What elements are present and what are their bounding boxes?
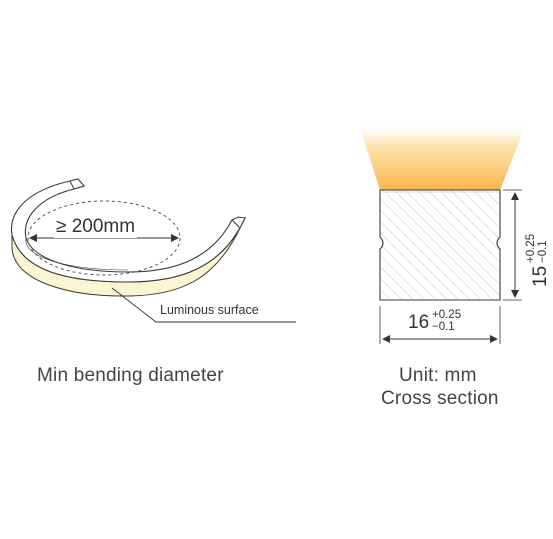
width-value: 16	[408, 312, 430, 333]
light-glow	[358, 122, 527, 190]
cross-section-caption: Cross section	[381, 388, 499, 409]
bent-strip-illustration	[11, 178, 296, 323]
bending-caption: Min bending diameter	[37, 365, 224, 386]
luminous-surface-label: Luminous surface	[160, 303, 259, 317]
unit-caption: Unit: mm	[399, 365, 477, 386]
strip-end-cap-top	[69, 178, 85, 190]
height-tolerance-minus: −0.1	[537, 240, 549, 263]
diameter-label: ≥ 200mm	[54, 216, 138, 238]
profile-body	[379, 189, 501, 301]
width-tolerance-minus: −0.1	[432, 321, 455, 333]
bend-diameter-ellipse	[27, 200, 181, 276]
strip-end-cap-right	[231, 216, 246, 229]
height-dimension-label: 15 +0.25 −0.1	[525, 193, 553, 293]
height-tolerance-plus: +0.25	[525, 233, 537, 263]
cross-section-illustration	[358, 122, 527, 344]
width-tolerance-plus: +0.25	[432, 309, 462, 321]
height-value: 15	[530, 265, 551, 287]
luminous-leader-line	[111, 287, 296, 323]
